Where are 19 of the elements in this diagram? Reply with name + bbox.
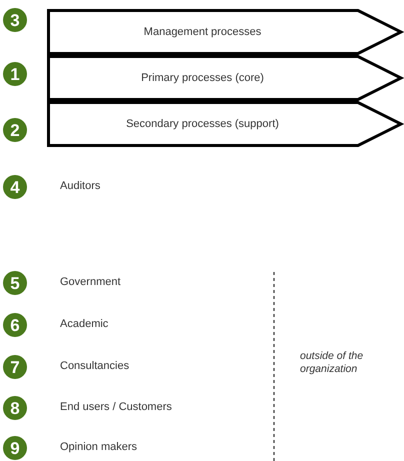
process-label: Secondary processes (support) bbox=[125, 118, 280, 130]
number-badge: 2 bbox=[3, 118, 27, 142]
note-text: outside of the organization bbox=[300, 350, 364, 376]
number-badge: 6 bbox=[3, 313, 27, 337]
stakeholder-label: Government bbox=[60, 276, 121, 288]
stakeholder-label: End users / Customers bbox=[60, 401, 172, 413]
process-label: Management processes bbox=[142, 26, 262, 38]
stakeholder-label: Auditors bbox=[60, 180, 100, 192]
number-badge: 8 bbox=[3, 396, 27, 420]
number-badge: 3 bbox=[3, 8, 27, 32]
number-badge: 7 bbox=[3, 355, 27, 379]
stakeholder-label: Opinion makers bbox=[60, 441, 138, 453]
stakeholder-label: Academic bbox=[60, 318, 108, 330]
stakeholder-label: Consultancies bbox=[60, 360, 130, 372]
process-label: Primary processes (core) bbox=[140, 72, 265, 84]
number-badge: 4 bbox=[3, 175, 27, 199]
number-badge: 9 bbox=[3, 436, 27, 460]
number-badge: 5 bbox=[3, 271, 27, 295]
number-badge: 1 bbox=[3, 62, 27, 86]
